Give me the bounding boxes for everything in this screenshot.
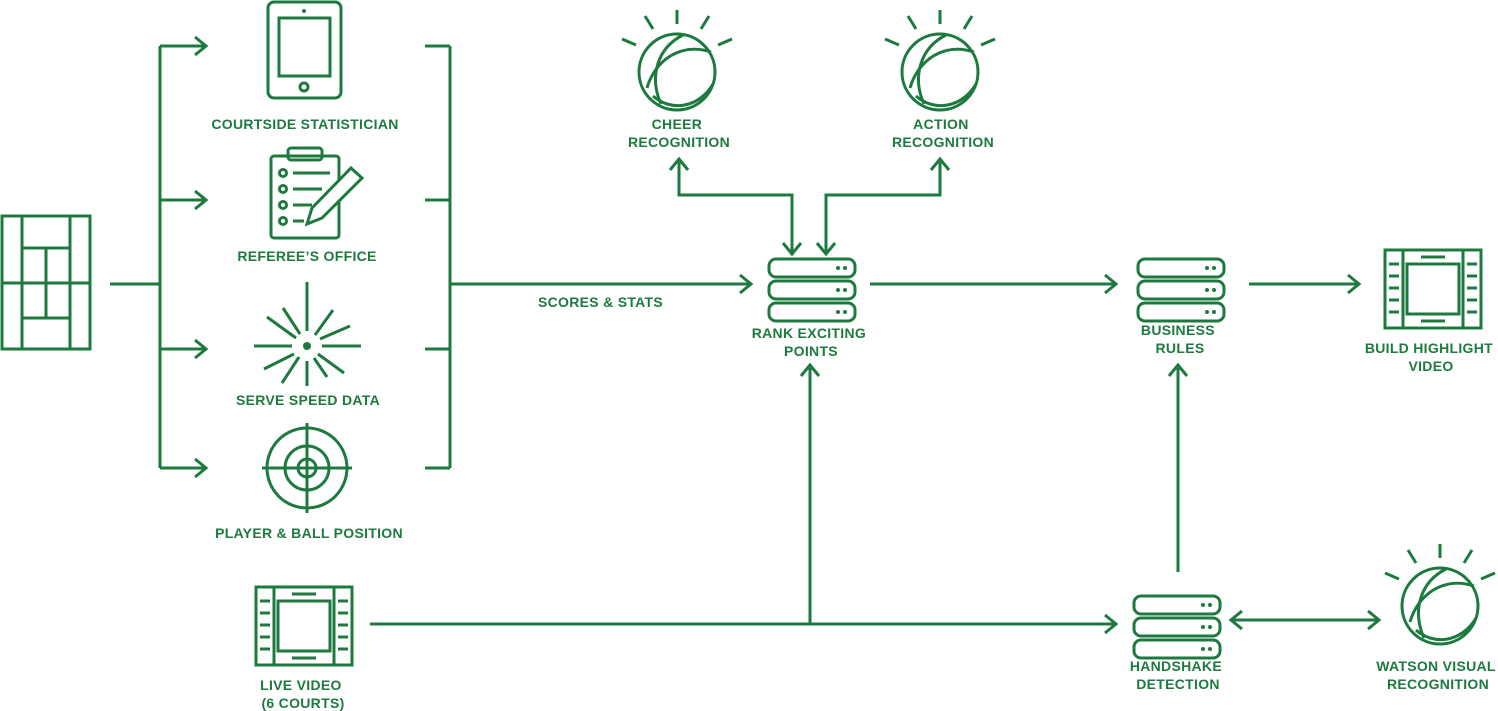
- player-ball-position-label: PLAYER & BALL POSITION: [215, 525, 403, 541]
- cheer-recognition-watson-icon: [620, 8, 734, 112]
- business-to-highlight-connector: [1249, 273, 1362, 295]
- action-recognition-label: ACTION RECOGNITION: [892, 116, 994, 150]
- serve-speed-data-label: SERVE SPEED DATA: [236, 392, 380, 408]
- input-fanout-connectors: [110, 35, 209, 479]
- handshake-watson-visual-connector: [1228, 609, 1382, 631]
- rank-watson-connectors: [668, 156, 951, 257]
- handshake-detection-server-icon: [1132, 594, 1222, 660]
- clipboard-icon: [269, 146, 365, 240]
- highlight-video-film-icon: [1383, 248, 1483, 330]
- rank-to-business-connector: [870, 273, 1119, 295]
- action-recognition-watson-icon: [883, 8, 997, 112]
- courtside-statistician-label: COURTSIDE STATISTICIAN: [211, 116, 398, 132]
- scores-stats-edge-label: SCORES & STATS: [538, 294, 663, 310]
- watson-visual-recognition-icon: [1383, 542, 1497, 646]
- watson-visual-recognition-label: WATSON VISUAL RECOGNITION: [1376, 658, 1498, 692]
- handshake-detection-label: HANDSHAKE DETECTION: [1130, 658, 1226, 692]
- live-video-connectors: [370, 362, 1119, 635]
- handshake-to-business-connector: [1167, 362, 1189, 572]
- input-fanin-connectors: [425, 44, 754, 470]
- build-highlight-video-label: BUILD HIGHLIGHT VIDEO: [1365, 340, 1497, 374]
- tennis-court-icon: [0, 214, 92, 351]
- serve-speed-burst-icon: [254, 282, 361, 386]
- business-rules-label: BUSINESS RULES: [1141, 322, 1219, 356]
- cheer-recognition-label: CHEER RECOGNITION: [628, 116, 730, 150]
- live-video-label: LIVE VIDEO (6 COURTS): [260, 677, 346, 711]
- tablet-icon: [266, 0, 343, 100]
- rank-exciting-points-server-icon: [767, 257, 857, 323]
- rank-exciting-points-label: RANK EXCITING POINTS: [752, 325, 871, 359]
- target-icon: [262, 423, 352, 513]
- business-rules-server-icon: [1136, 257, 1226, 323]
- referees-office-label: REFEREE’S OFFICE: [237, 248, 376, 264]
- live-video-film-icon: [254, 585, 354, 667]
